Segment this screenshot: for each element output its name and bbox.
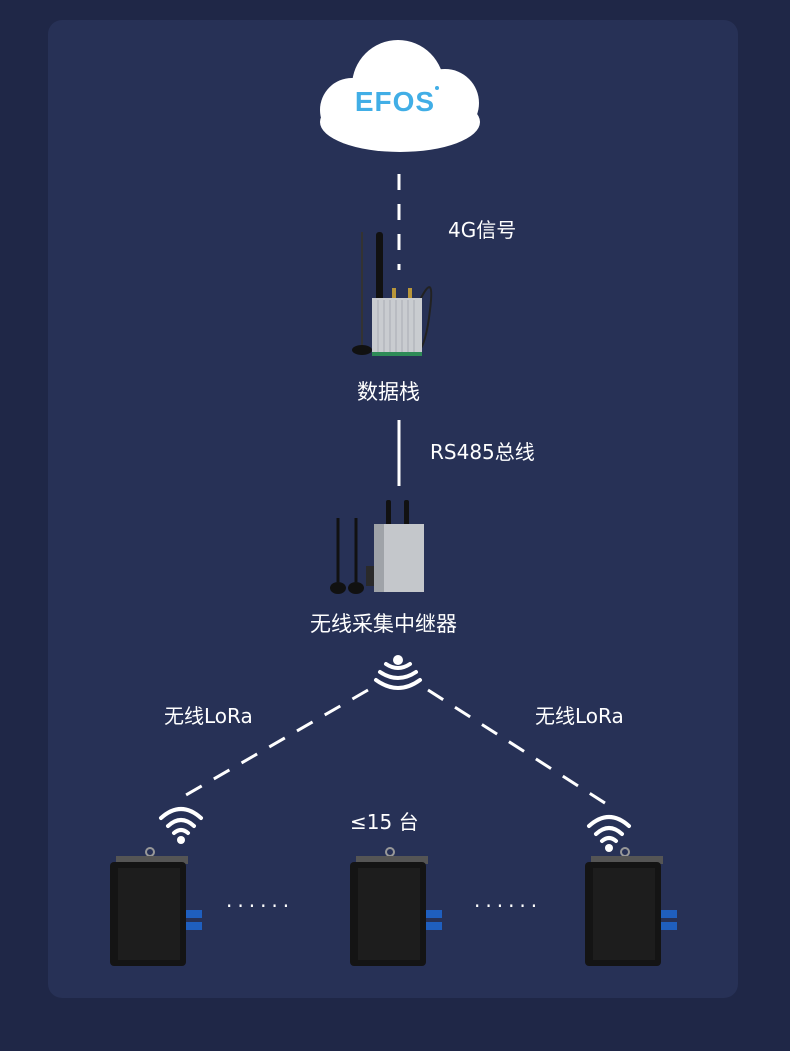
lora-right-label: 无线LoRa: [535, 704, 624, 728]
link-4g-label: 4G信号: [448, 218, 517, 242]
lora-right-dashed-line: [427, 688, 609, 807]
lora-left-dashed-line: [185, 688, 369, 797]
lora-left-label: 无线LoRa: [164, 704, 253, 728]
link-rs485-label: RS485总线: [430, 440, 535, 464]
device-count-label: ≤15 台: [350, 810, 419, 834]
gateway-label: 数据栈: [357, 380, 420, 404]
repeater-label: 无线采集中继器: [310, 612, 457, 636]
efos-logo: EFOS: [354, 86, 436, 117]
ellipsis-right: ······: [474, 894, 543, 918]
ellipsis-left: ······: [226, 894, 295, 918]
